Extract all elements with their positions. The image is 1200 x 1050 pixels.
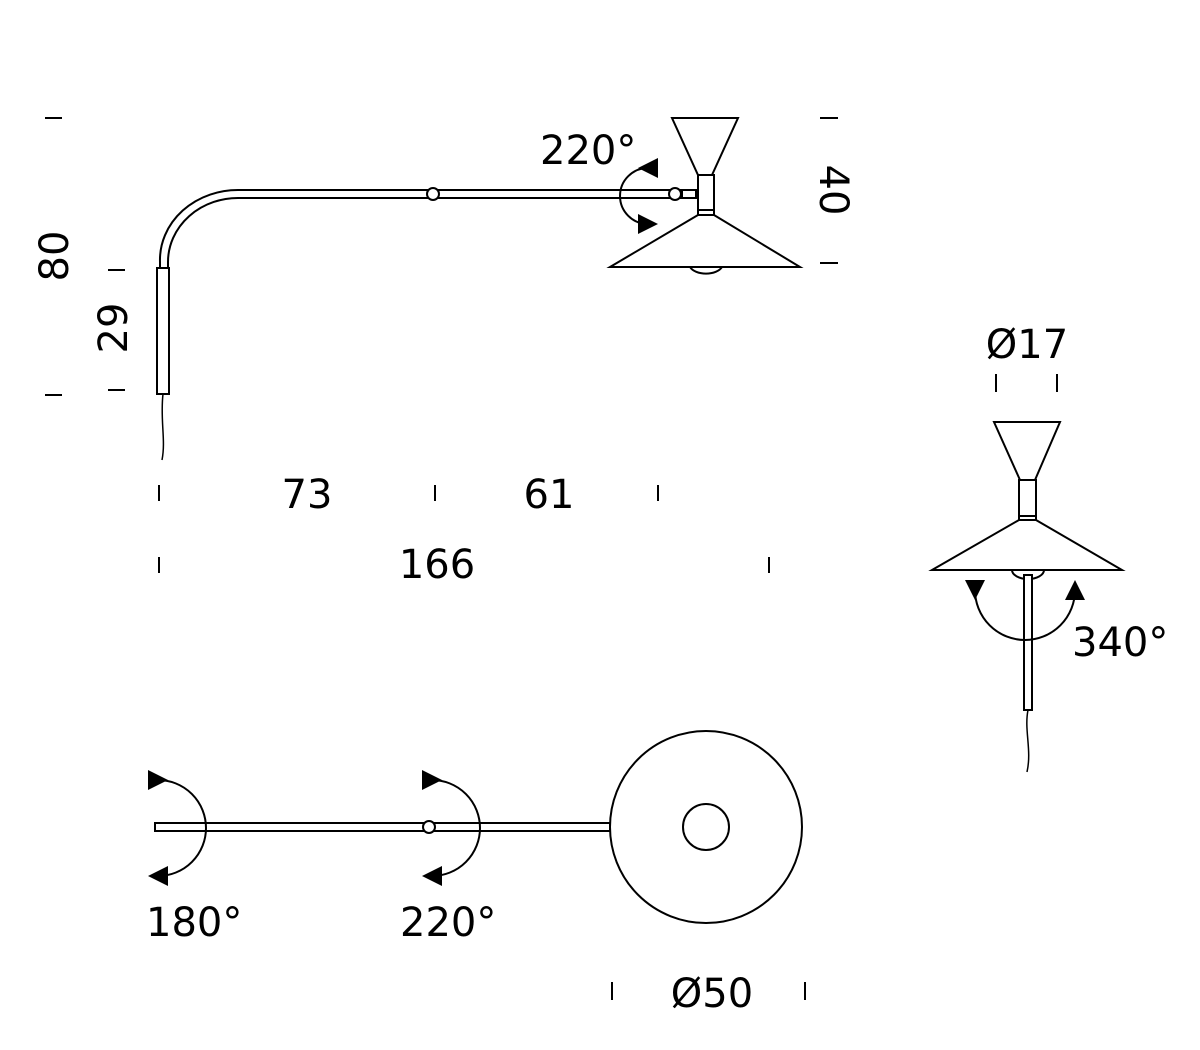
arm-segment-1-label: 73: [282, 472, 333, 518]
upper-cone: [670, 117, 740, 176]
lamp-shade: [606, 214, 804, 268]
side-view: 80 29 220° 40 73 61: [32, 117, 856, 588]
cable: [161, 393, 165, 461]
cone-diameter-label: Ø17: [986, 322, 1068, 368]
shade-rotation-label: 340°: [1072, 620, 1168, 666]
arm-joint-label: 220°: [400, 900, 496, 946]
reach-total-label: 166: [399, 542, 475, 588]
head-joint: [668, 187, 682, 201]
head-tilt-arrow: [619, 157, 659, 234]
front-view: Ø17 340°: [928, 322, 1168, 773]
wall-mount: [156, 267, 170, 395]
arm-joint-arrow: [421, 769, 481, 886]
front-cable: [1026, 709, 1030, 773]
top-arm: [154, 822, 611, 832]
arm-joint: [426, 187, 440, 201]
top-arm-joint: [422, 820, 436, 834]
front-shade: [928, 519, 1126, 571]
height-wall-label: 29: [91, 303, 137, 354]
height-total-label: 80: [32, 231, 78, 282]
top-view: 180° 220° Ø50: [146, 730, 806, 1017]
arm-segment-2-label: 61: [524, 472, 575, 518]
wall-swivel-arrow: [147, 769, 207, 886]
curved-arm-outer: [158, 188, 241, 268]
front-stem: [1023, 574, 1033, 711]
top-cone: [682, 803, 730, 851]
wall-swivel-label: 180°: [146, 900, 242, 946]
shade-height-label: 40: [810, 165, 856, 216]
shade-diameter-label: Ø50: [671, 971, 753, 1017]
front-neck: [1018, 479, 1037, 521]
head-tilt-label: 220°: [540, 128, 636, 174]
shade-rotation-arrow: [964, 579, 1085, 641]
front-upper-cone: [992, 421, 1062, 481]
curved-arm-inner: [167, 196, 241, 268]
